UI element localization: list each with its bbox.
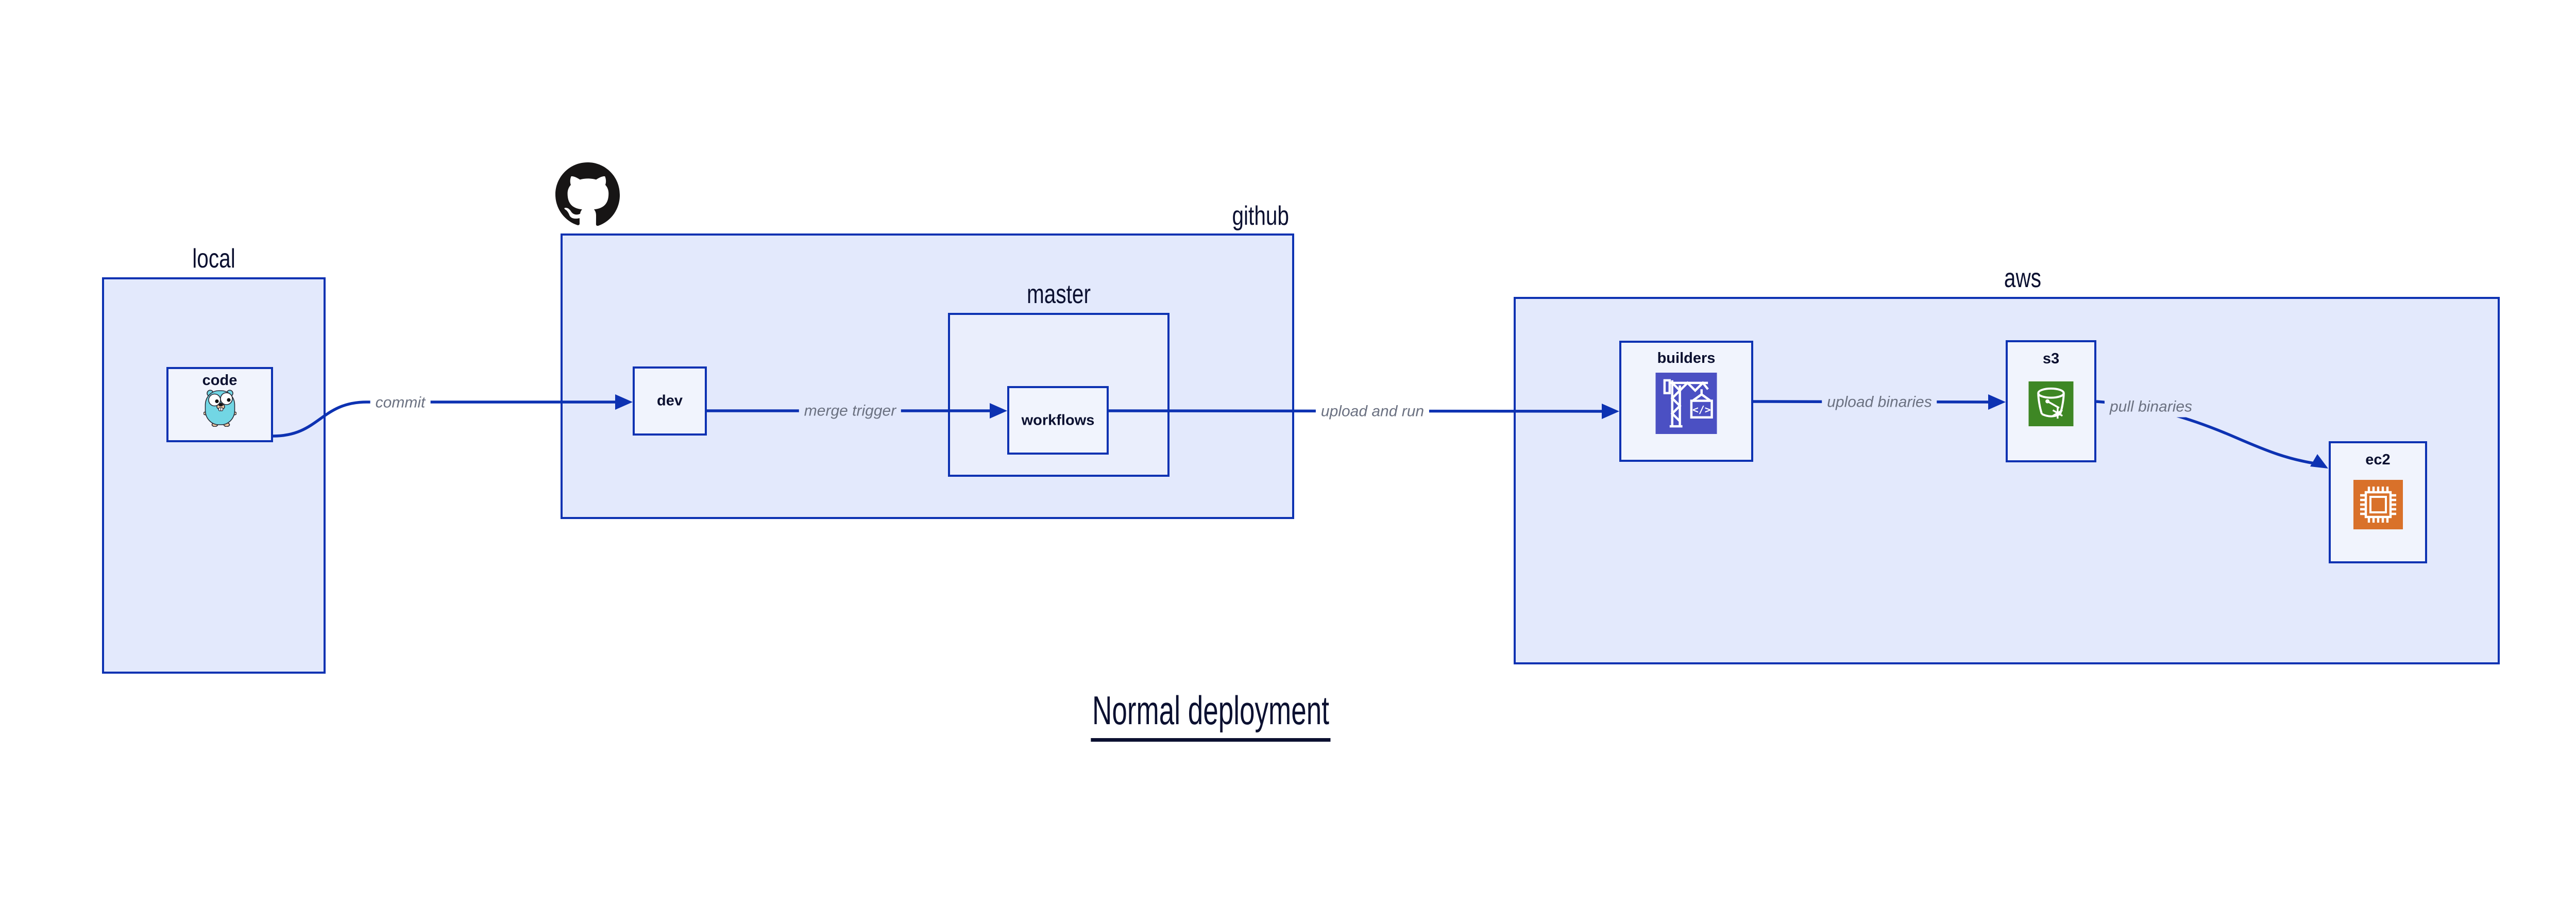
edge-upload-binaries-label: upload binaries — [1822, 391, 1937, 413]
node-dev: dev — [633, 366, 707, 436]
aws-ec2-icon — [2353, 480, 2403, 529]
group-aws-label: aws — [2004, 263, 2042, 293]
node-builders-label: builders — [1657, 350, 1716, 366]
svg-text:</>: </> — [1692, 404, 1711, 415]
node-ec2: ec2 — [2329, 441, 2427, 563]
node-ec2-label: ec2 — [2365, 452, 2391, 468]
go-gopher-icon — [203, 390, 236, 427]
edge-commit-label: commit — [370, 392, 431, 413]
aws-s3-icon — [2028, 381, 2074, 426]
group-local-label: local — [192, 244, 235, 274]
aws-codebuild-icon: </> — [1655, 373, 1717, 434]
group-master-label: master — [1027, 279, 1091, 309]
edge-merge-trigger-label: merge trigger — [799, 400, 902, 422]
group-local — [102, 277, 326, 674]
node-code-label: code — [202, 372, 238, 389]
node-workflows-label: workflows — [1021, 412, 1095, 428]
node-builders: builders </> — [1619, 341, 1753, 462]
node-workflows: workflows — [1007, 386, 1109, 455]
node-dev-label: dev — [657, 392, 683, 409]
diagram-title: Normal deployment — [1091, 687, 1331, 742]
group-github-label: github — [1232, 201, 1289, 231]
node-code: code — [166, 367, 273, 442]
github-octocat-icon — [555, 162, 620, 226]
edge-pull-binaries-label: pull binaries — [2104, 396, 2198, 417]
node-s3: s3 — [2006, 340, 2096, 462]
edge-upload-and-run-label: upload and run — [1315, 400, 1430, 422]
node-s3-label: s3 — [2042, 350, 2060, 367]
